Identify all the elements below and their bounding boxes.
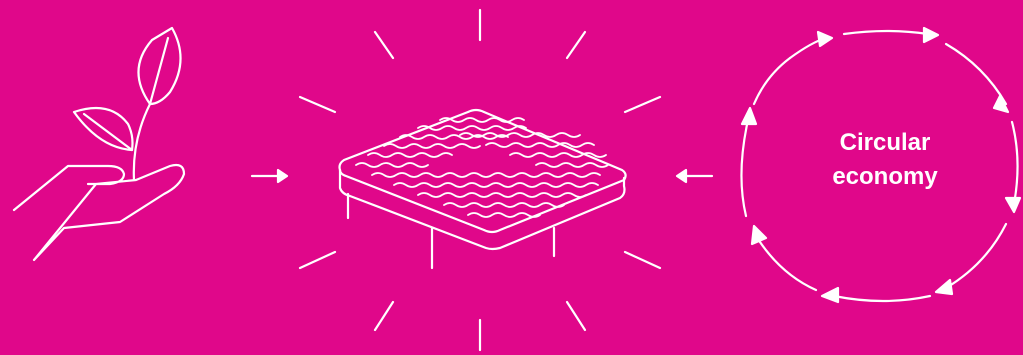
circular-economy-line2: economy [780, 160, 990, 194]
circular-economy-line1: Circular [780, 126, 990, 160]
mattress-icon [340, 110, 626, 268]
plant-in-hand-icon [14, 28, 184, 260]
arrow-right-icon [252, 170, 287, 182]
arrow-left-icon [677, 170, 712, 182]
circular-economy-label: Circular economy [780, 126, 990, 194]
